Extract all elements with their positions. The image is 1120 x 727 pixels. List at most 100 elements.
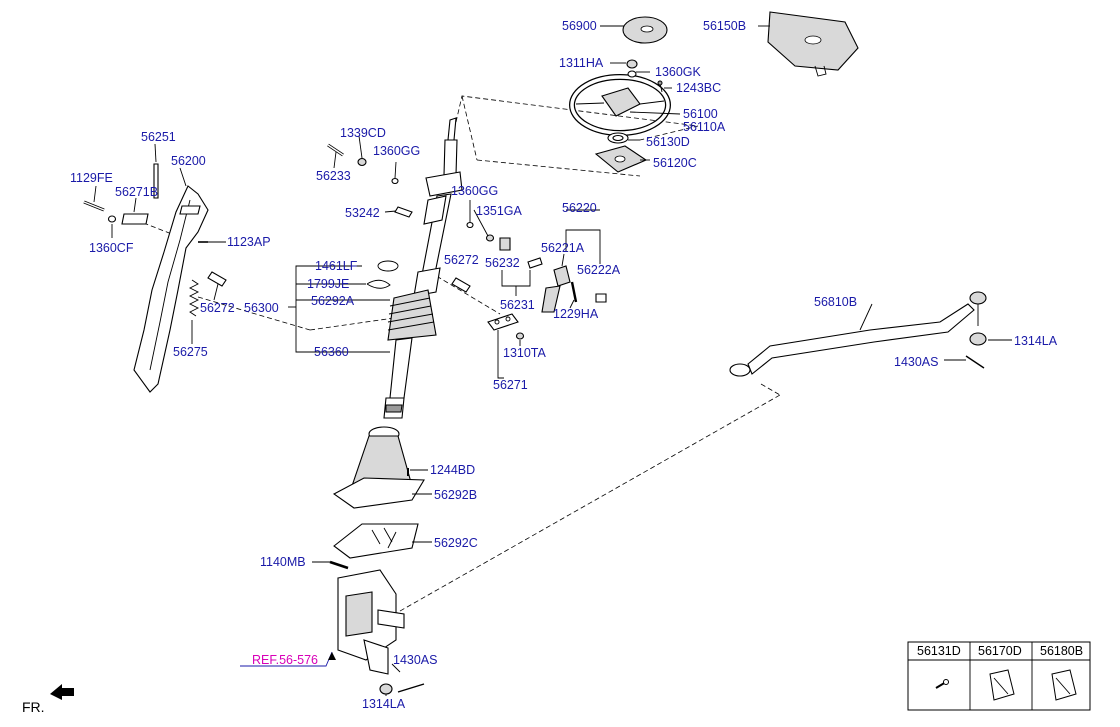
label-56200[interactable]: 56200 <box>171 154 206 168</box>
label-56110A[interactable]: 56110A <box>683 120 726 134</box>
lever-56220[interactable] <box>541 265 571 313</box>
label-1311HA[interactable]: 1311HA <box>559 56 604 70</box>
label-ref-56-576[interactable]: REF.56-576 <box>252 653 318 667</box>
label-1123AP[interactable]: 1123AP <box>227 235 271 249</box>
label-1360GG-b[interactable]: 1360GG <box>451 184 498 198</box>
nut-1351GA[interactable] <box>485 234 495 242</box>
bolt-1129FE[interactable] <box>83 200 105 212</box>
label-56900[interactable]: 56900 <box>562 19 597 33</box>
horn-cap-56900[interactable] <box>622 16 668 44</box>
ring-56130D[interactable] <box>607 132 629 144</box>
knob-56222A[interactable] <box>595 293 607 303</box>
gear-box[interactable] <box>337 569 405 675</box>
label-1314LA-a[interactable]: 1314LA <box>1014 334 1058 348</box>
label-1140MB[interactable]: 1140MB <box>260 555 306 569</box>
label-56233[interactable]: 56233 <box>316 169 351 183</box>
spacer-53242[interactable] <box>394 206 413 218</box>
label-53242[interactable]: 53242 <box>345 206 380 220</box>
label-1244BD[interactable]: 1244BD <box>430 463 475 477</box>
washer-1360GG-a[interactable] <box>391 177 399 185</box>
nut-1314LA-a[interactable] <box>969 332 987 346</box>
bolt-1229HA[interactable] <box>570 281 578 303</box>
label-1430AS-a[interactable]: 1430AS <box>894 355 938 369</box>
table-part-pad-56170D[interactable] <box>989 669 1015 701</box>
bushing-56232[interactable] <box>499 237 511 251</box>
label-1243BC[interactable]: 1243BC <box>676 81 721 95</box>
label-1360CF[interactable]: 1360CF <box>89 241 134 255</box>
label-56251[interactable]: 56251 <box>141 130 176 144</box>
label-1799JE[interactable]: 1799JE <box>307 277 349 291</box>
label-56275[interactable]: 56275 <box>173 345 208 359</box>
label-56220[interactable]: 56220 <box>562 201 597 215</box>
label-56272-b[interactable]: 56272 <box>200 301 235 315</box>
plate-56120C[interactable] <box>594 145 648 173</box>
label-1310TA[interactable]: 1310TA <box>503 346 547 360</box>
nut-1311HA[interactable] <box>626 59 638 69</box>
washer-1360GG-b[interactable] <box>466 221 474 229</box>
label-56120C[interactable]: 56120C <box>653 156 697 170</box>
fr-label: FR. <box>22 699 45 715</box>
bracket-56271[interactable] <box>487 313 519 331</box>
pin-56251[interactable] <box>153 163 159 199</box>
bolt-56233[interactable] <box>327 143 344 157</box>
bolt-1140MB[interactable] <box>329 560 349 570</box>
label-1339CD[interactable]: 1339CD <box>340 126 386 140</box>
clip-1461LF[interactable] <box>377 260 399 272</box>
spring-56275[interactable] <box>188 279 200 317</box>
table-part-screw[interactable] <box>935 679 949 689</box>
reference-lines <box>135 95 781 616</box>
label-1351GA[interactable]: 1351GA <box>476 204 523 218</box>
table-part-pad-56180B[interactable] <box>1051 669 1077 701</box>
label-56271B[interactable]: 56271B <box>115 185 158 199</box>
label-1229HA[interactable]: 1229HA <box>553 307 599 321</box>
nut-1310TA[interactable] <box>515 332 525 340</box>
label-1360GK[interactable]: 1360GK <box>655 65 702 79</box>
plate-56292C[interactable] <box>333 523 419 559</box>
label-56360[interactable]: 56360 <box>314 345 349 359</box>
steering-wheel-56100[interactable] <box>569 74 671 136</box>
label-56130D[interactable]: 56130D <box>646 135 690 149</box>
bracket-56271B[interactable] <box>121 213 149 225</box>
steering-column-56300[interactable] <box>383 117 463 419</box>
label-56232[interactable]: 56232 <box>485 256 520 270</box>
label-56292C[interactable]: 56292C <box>434 536 478 550</box>
label-1461LF[interactable]: 1461LF <box>315 259 358 273</box>
label-1360GG-a[interactable]: 1360GG <box>373 144 420 158</box>
drag-link-56810B[interactable] <box>729 291 987 377</box>
label-56221A[interactable]: 56221A <box>541 241 585 255</box>
brace-56200[interactable] <box>133 185 209 393</box>
label-1314LA-b[interactable]: 1314LA <box>362 697 406 711</box>
tie-1799JE[interactable] <box>366 279 391 289</box>
label-56292B[interactable]: 56292B <box>434 488 477 502</box>
table-header-56180B: 56180B <box>1040 644 1083 658</box>
label-56150B[interactable]: 56150B <box>703 19 746 33</box>
label-56100[interactable]: 56100 <box>683 107 718 121</box>
nut-1314LA-b[interactable] <box>379 683 393 695</box>
nut-1339CD[interactable] <box>357 157 367 167</box>
bolt-56272-a[interactable] <box>451 277 471 293</box>
callouts: 56900 56150B 1311HA 1360GK 1243BC 56100 … <box>70 19 1058 711</box>
airbag-cover-56150B[interactable] <box>767 11 859 77</box>
front-indicator: FR. <box>22 684 74 715</box>
boot-56292B[interactable] <box>332 426 425 509</box>
bolt-56231[interactable] <box>527 257 543 269</box>
label-1129FE[interactable]: 1129FE <box>70 171 113 185</box>
table-header-56170D: 56170D <box>978 644 1022 658</box>
label-56231[interactable]: 56231 <box>500 298 535 312</box>
accessory-table: 56131D 56170D 56180B <box>907 641 1091 711</box>
label-56272-a[interactable]: 56272 <box>444 253 479 267</box>
washer-1360CF[interactable] <box>107 215 117 223</box>
label-1430AS-b[interactable]: 1430AS <box>393 653 437 667</box>
label-56810B[interactable]: 56810B <box>814 295 857 309</box>
cotter-pin-1430AS-a[interactable] <box>965 355 985 369</box>
label-56222A[interactable]: 56222A <box>577 263 621 277</box>
label-56300[interactable]: 56300 <box>244 301 279 315</box>
label-56271[interactable]: 56271 <box>493 378 528 392</box>
washer-1360GK[interactable] <box>627 70 637 78</box>
bolt-56272-b[interactable] <box>207 271 227 287</box>
cotter-pin-1430AS-b[interactable] <box>397 683 425 693</box>
screw-1243BC[interactable] <box>657 80 663 93</box>
label-56292A[interactable]: 56292A <box>311 294 355 308</box>
